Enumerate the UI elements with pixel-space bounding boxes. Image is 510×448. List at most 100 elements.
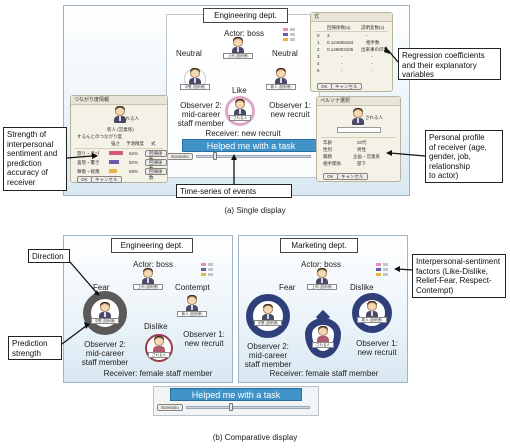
reg-row-x: 相手数 [366, 40, 380, 45]
callout-factors: Interpersonal-sentiment factors (Like-Di… [412, 254, 506, 298]
regression-panel-title: 式 [311, 13, 392, 22]
dislike-label-left: Dislike [144, 322, 168, 331]
left-panel-person [113, 106, 127, 124]
regression-panel: 式 回帰係数(a) 説明変数(x) 0 3 - 1 0.124668184 相手… [310, 12, 393, 92]
left-row-pct: 59% [129, 169, 139, 174]
caption-comparative: (b) Comparative display [212, 433, 298, 442]
dislike-label-right-top: Dislike [350, 283, 374, 292]
left-cancel-button[interactable]: キャンセル [91, 176, 122, 183]
receiver-figure-right [316, 326, 330, 344]
observer2-tag: 中堅 (技術係) [180, 84, 210, 90]
persona-cancel-button[interactable]: キャンセル [337, 173, 368, 180]
receiver-figure-left [152, 336, 166, 354]
observer2-label-right: Observer 2: mid-career staff member [244, 342, 292, 369]
formula-button[interactable]: 回帰係数 [145, 168, 167, 180]
persona-value[interactable]: 20代 [357, 140, 367, 145]
reg-row-idx: 5 [317, 68, 320, 73]
actor-label: Actor: boss [223, 29, 264, 38]
actor-figure-right [315, 268, 329, 286]
actor-boss-figure [231, 37, 245, 55]
left-panel-title: つながり度情報 [71, 96, 167, 105]
persona-select[interactable] [337, 127, 381, 133]
persona-person [351, 108, 365, 126]
reg-row-a: 0.146903106 [327, 47, 354, 52]
observer1-figure-left [185, 295, 199, 313]
observer1-figure [274, 68, 288, 86]
observer2-label-left: Observer 2: mid-career staff member [81, 340, 129, 367]
left-col-accuracy: 予測精度 [126, 141, 144, 146]
reg-row-idx: 0 [317, 33, 320, 38]
dept-label-single: Engineering dept. [203, 8, 288, 23]
fear-label-left: Fear [93, 283, 110, 292]
actor-figure-left [141, 268, 155, 286]
callout-regression: Regression coefficients and their explan… [398, 48, 501, 80]
persona-value[interactable]: 部下 [357, 161, 366, 166]
timeline-knob-single[interactable] [213, 152, 217, 160]
reg-row-a: - [341, 61, 343, 66]
receiver-label-right: Receiver: female staff member [269, 369, 379, 378]
persona-person-label: される人 [365, 115, 383, 120]
reg-row-x: - [371, 54, 373, 59]
left-panel-person-label: される人 [121, 116, 139, 121]
left-row-name: 尊敬・軽蔑 [77, 169, 100, 174]
persona-key: 年齢 [323, 140, 332, 145]
observer2-figure-right [261, 304, 275, 322]
reg-cancel-button[interactable]: キャンセル [331, 83, 362, 90]
receiver-figure [233, 99, 247, 117]
neutral-right-label: Neutral [272, 49, 298, 58]
receiver-label: Receiver: new recruit [205, 129, 281, 138]
left-row-name: 喜怒・驚き [77, 160, 100, 165]
persona-panel-title: ペルソナ選択 [317, 97, 400, 106]
dept-label-right: Marketing dept. [280, 238, 358, 253]
scenario-button-comparative[interactable]: Scenario [157, 404, 183, 411]
reg-row-idx: 3 [317, 54, 320, 59]
actor-label-right: Actor: boss [300, 260, 341, 269]
reg-row-a: - [341, 54, 343, 59]
persona-panel: ペルソナ選択 される人 年齢 20代 性別 男性 職務 企画・営業系 相手関係 … [316, 96, 401, 182]
receiver-label-left: Receiver: female staff member [103, 369, 213, 378]
left-row-pct: 62% [129, 151, 139, 156]
legend-single [283, 28, 307, 48]
caption-single: (a) Single display [224, 206, 286, 215]
observer1-tag: 新人 (技術係) [266, 84, 296, 90]
like-label: Like [232, 86, 247, 95]
timeline-single[interactable] [196, 155, 311, 158]
reg-row-x: - [371, 61, 373, 66]
observer1-tag-left: 新人 (技術係) [177, 311, 207, 317]
legend-left [201, 263, 225, 283]
left-panel-person-name: 新人 (営業係) [107, 127, 134, 132]
reg-row-a: 0.124668184 [327, 40, 354, 45]
left-row-pct: 62% [129, 160, 139, 165]
legend-right [376, 263, 400, 283]
fear-ring-left [83, 291, 127, 335]
left-col-formula: 式 [151, 141, 156, 146]
observer2-tag-right: 中堅 (技術係) [254, 320, 282, 326]
persona-key: 性別 [323, 147, 332, 152]
observer1-tag-right: 新人 (技術係) [357, 317, 387, 323]
observer1-figure-right [365, 301, 379, 319]
dept-label-left: Engineering dept. [111, 238, 193, 253]
neutral-left-label: Neutral [176, 49, 202, 58]
reg-row-x: 出来事の印象 [361, 47, 388, 52]
observer2-tag-left: 中堅 (技術係) [91, 318, 119, 324]
actor-tag: 上司 (技術係) [223, 53, 253, 59]
callout-strength: Strength of interpersonal sentiment and … [3, 127, 67, 191]
timeline-knob-comparative[interactable] [229, 403, 233, 411]
left-panel-sentiment: つながり度情報 される人 新人 (営業係) するんとのつながり度 強さ 予測精度… [70, 95, 168, 183]
reg-row-idx: 2 [317, 47, 320, 52]
persona-value[interactable]: 企画・営業系 [353, 154, 380, 159]
left-panel-question: するんとのつながり度 [77, 134, 122, 139]
callout-timeseries: Time-series of events [176, 184, 292, 198]
fear-label-right: Fear [279, 283, 296, 292]
persona-key: 相手関係 [323, 161, 341, 166]
event-bar-single[interactable]: Helped me with a task [182, 139, 320, 152]
timeline-comparative[interactable] [186, 406, 310, 409]
actor-tag-left: 上司 (技術係) [133, 284, 163, 290]
observer2-figure [188, 68, 202, 86]
persona-value[interactable]: 男性 [357, 147, 366, 152]
reg-row-a: 3 [327, 33, 330, 38]
observer2-label: Observer 2: mid-career staff member [177, 101, 225, 128]
strength-bar [109, 151, 123, 155]
event-bar-comparative[interactable]: Helped me with a task [170, 388, 302, 401]
